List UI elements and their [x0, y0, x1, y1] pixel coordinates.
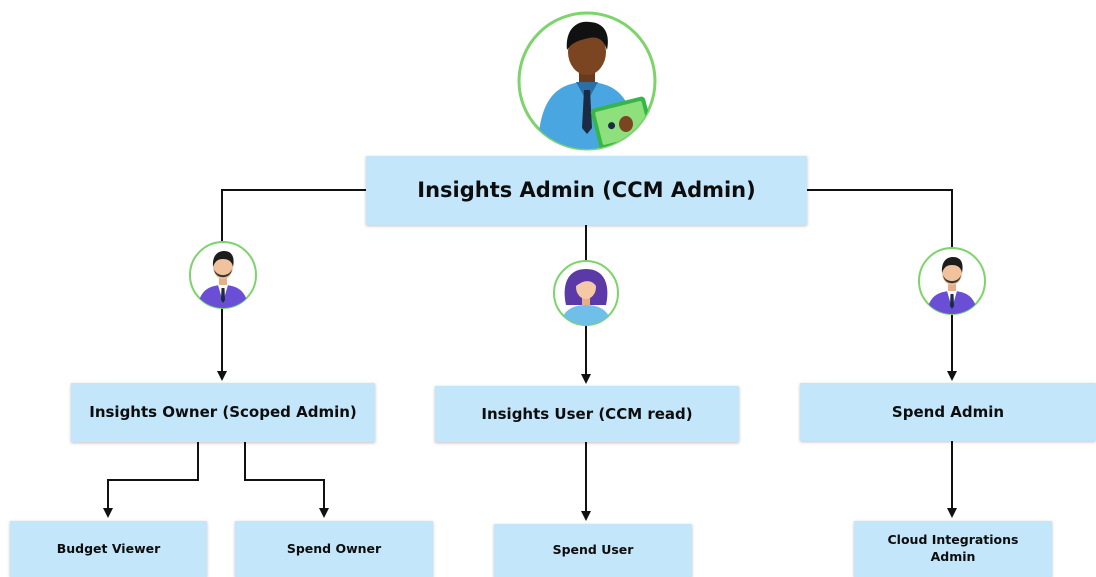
connector-owner-to-budget-viewer: [103, 442, 199, 518]
connector-root-to-owner: [217, 189, 366, 381]
connector-owner-to-spend-owner: [244, 442, 329, 518]
node-insights-owner: Insights Owner (Scoped Admin): [71, 383, 375, 442]
man-in-suit-icon: [189, 241, 257, 309]
man-in-suit-icon: [918, 247, 986, 315]
node-budget-viewer: Budget Viewer: [10, 521, 207, 577]
node-spend-owner: Spend Owner: [235, 521, 433, 577]
node-spend-user: Spend User: [494, 524, 692, 577]
node-insights-user: Insights User (CCM read): [435, 386, 739, 442]
connector-root-to-spend-admin: [807, 189, 957, 381]
node-cloud-integrations-admin: Cloud Integrations Admin: [854, 521, 1052, 577]
woman-icon: [553, 260, 619, 326]
node-spend-admin: Spend Admin: [800, 383, 1096, 441]
admin-with-tablet-icon: [517, 11, 657, 151]
node-insights-admin: Insights Admin (CCM Admin): [366, 156, 807, 225]
